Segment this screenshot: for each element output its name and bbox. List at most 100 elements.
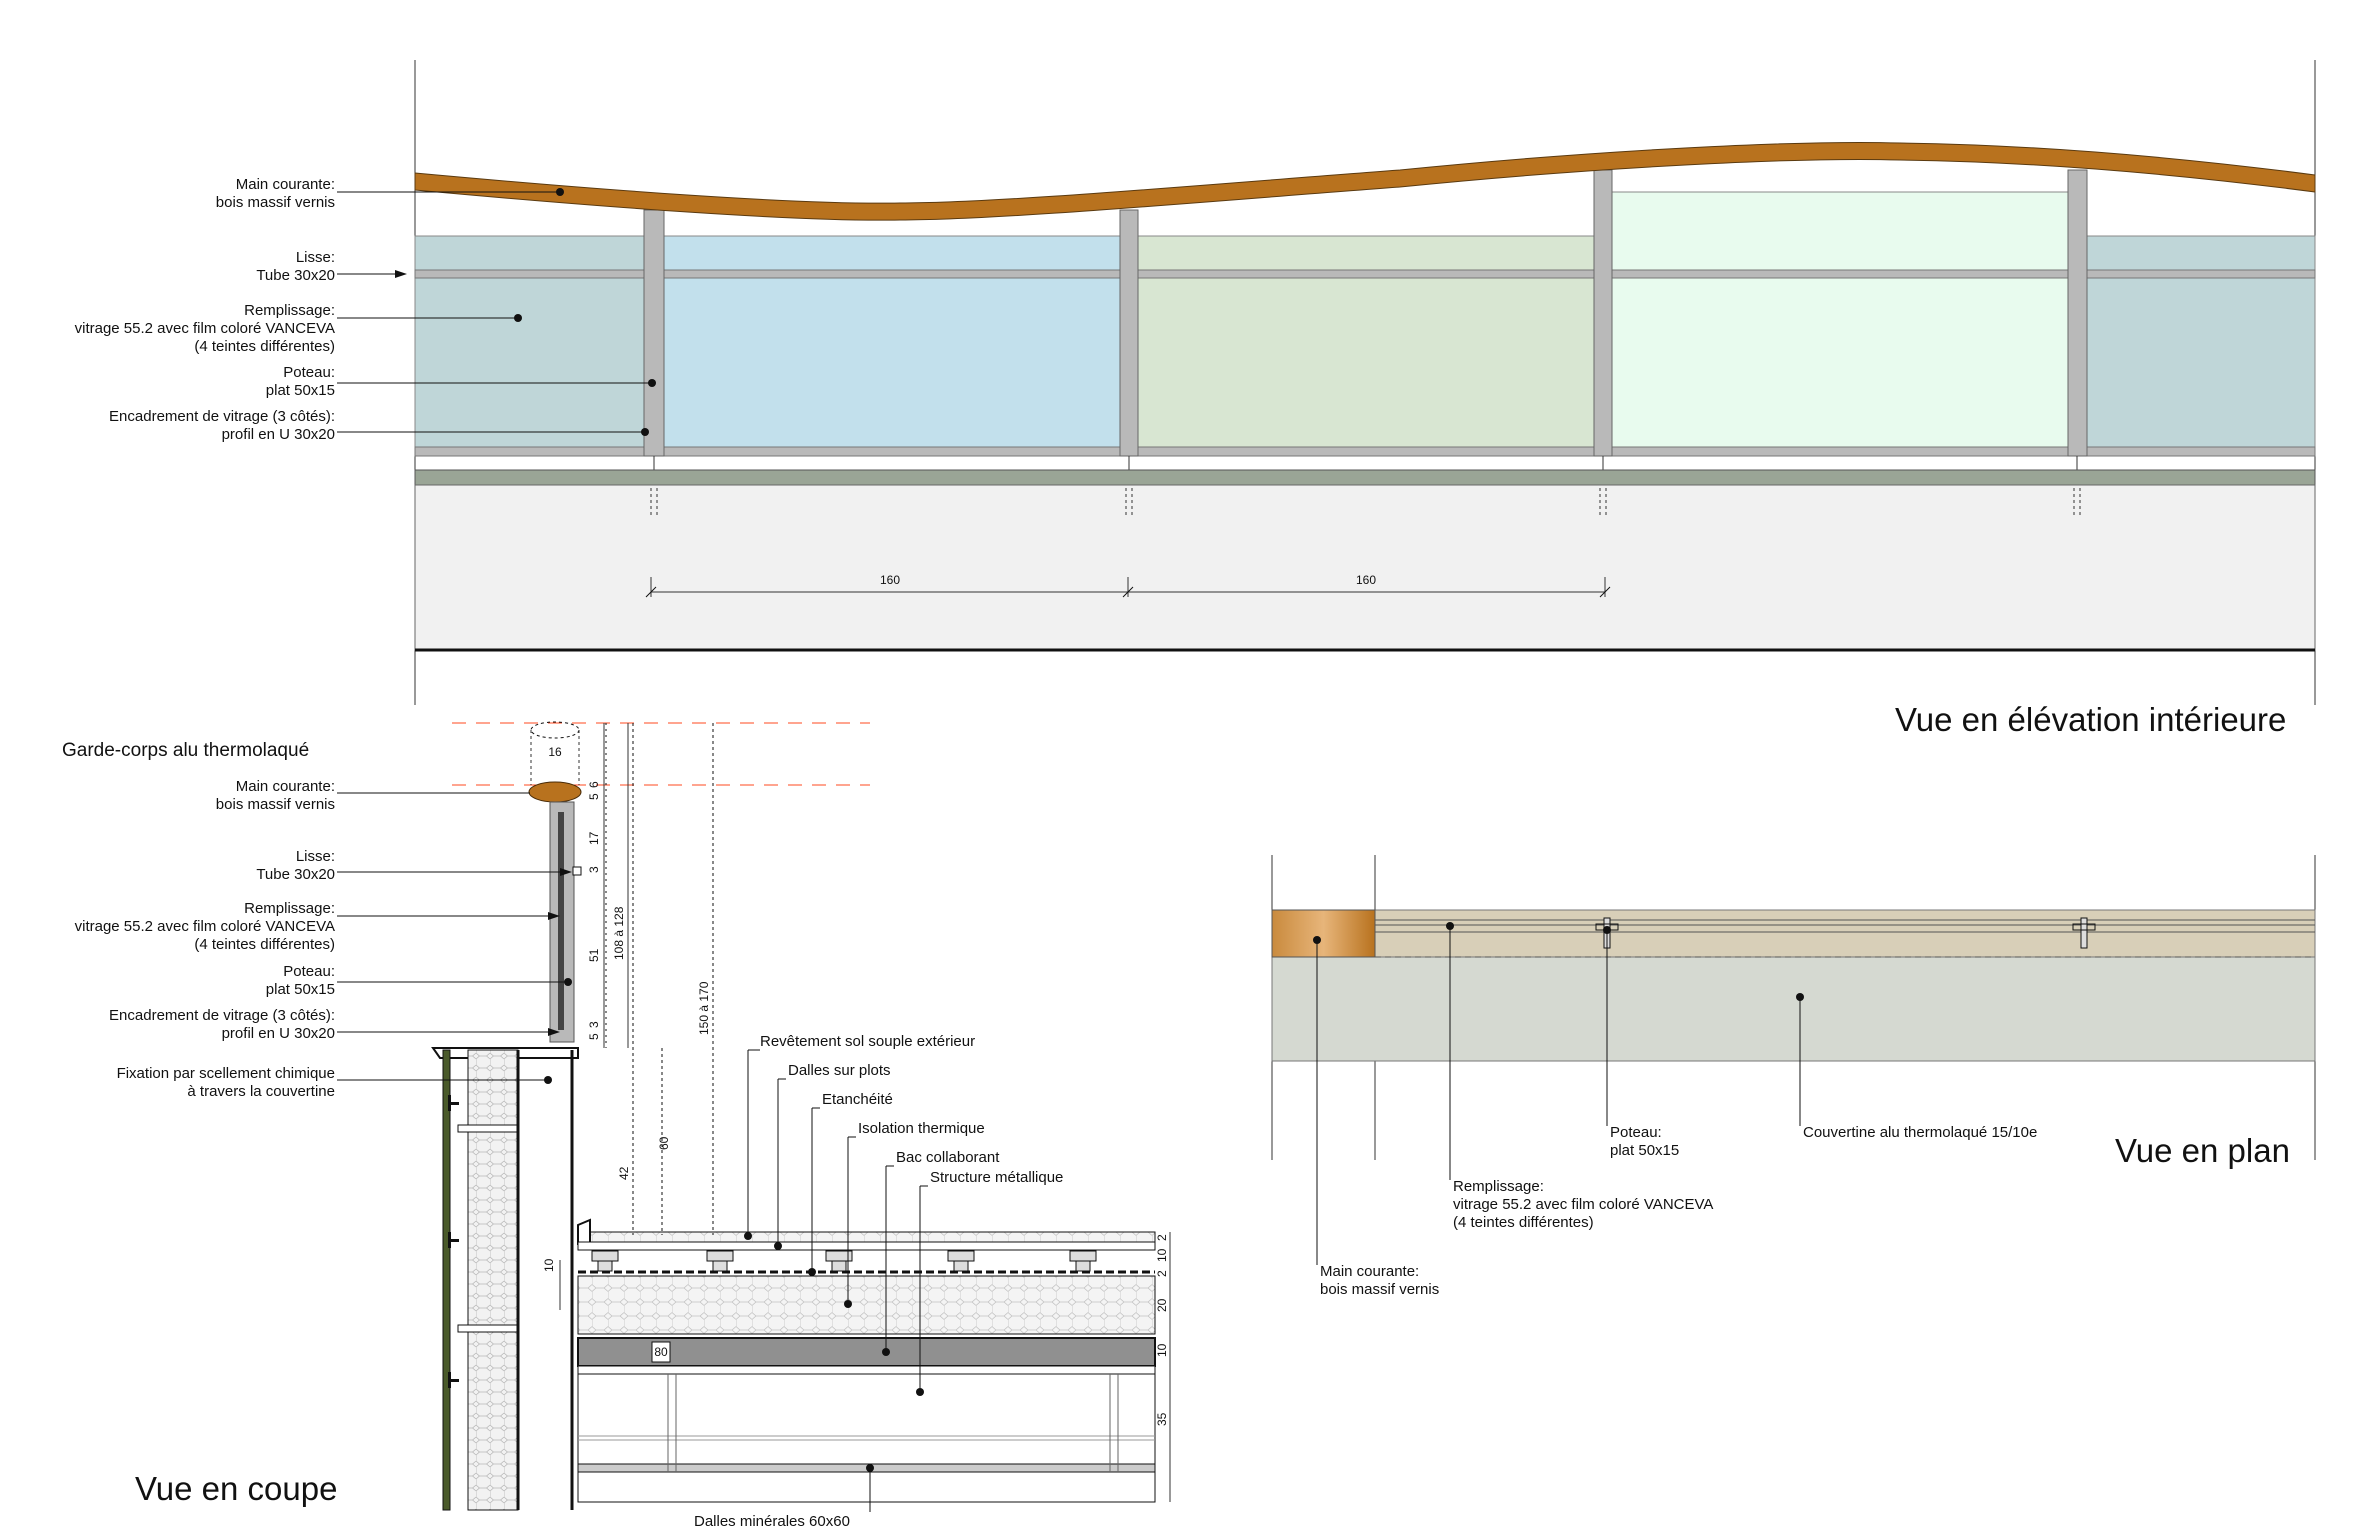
plan-label-remplissage-tints: (4 teintes différentes) xyxy=(1453,1214,1594,1231)
dim-108-128: 108 à 128 xyxy=(612,906,626,960)
glass-panel-2 xyxy=(663,235,1121,449)
dim-10: 10 xyxy=(542,1258,556,1272)
section-cladding xyxy=(442,1049,451,1511)
sec-label-remplissage-tints: (4 teintes différentes) xyxy=(194,936,335,953)
dim-5b: 5 xyxy=(587,1033,601,1040)
label-poteau: Poteau: xyxy=(283,364,335,381)
plan-label-poteau-desc: plat 50x15 xyxy=(1610,1142,1679,1159)
post xyxy=(643,209,665,457)
sec-label-encadrement-desc: profil en U 30x20 xyxy=(222,1025,335,1042)
composite-deck xyxy=(577,1337,1156,1367)
dim-6: 6 xyxy=(587,781,601,788)
sec-label-remplissage-desc: vitrage 55.2 avec film coloré VANCEVA xyxy=(75,918,335,935)
glass-panel-4 xyxy=(1611,191,2069,449)
pedestals xyxy=(591,1250,1097,1272)
dim-r35: 35 xyxy=(1155,1412,1169,1426)
section-title: Vue en coupe xyxy=(135,1470,337,1507)
label-main-courante: Main courante: xyxy=(236,176,335,193)
glass-frame-bottom xyxy=(414,446,2316,457)
plan-label-main-courante-desc: bois massif vernis xyxy=(1320,1281,1439,1298)
section-glass xyxy=(558,812,564,1030)
post xyxy=(1593,169,1613,457)
dim-42: 42 xyxy=(617,1166,631,1180)
wall xyxy=(414,484,2316,651)
label-lisse: Lisse: xyxy=(296,249,335,266)
post-dimensions: 5 6 17 3 51 5 3 108 à 128 42 60 150 à 17… xyxy=(542,723,714,1310)
sec-label-main-courante: Main courante: xyxy=(236,778,335,795)
label-etancheite: Etanchéité xyxy=(822,1091,893,1108)
sec-label-main-courante-desc: bois massif vernis xyxy=(216,796,335,813)
post xyxy=(1119,209,1139,457)
section-wall-insulation xyxy=(467,1049,519,1511)
section-rail-tube xyxy=(572,866,582,876)
dim-3b: 3 xyxy=(587,1021,601,1028)
dim-r2b: 2 xyxy=(1155,1270,1169,1277)
roof-surface-layer xyxy=(589,1231,1156,1243)
sec-label-fixation: Fixation par scellement chimique xyxy=(117,1065,335,1082)
dim-3: 3 xyxy=(587,866,601,873)
thermal-insulation xyxy=(577,1275,1156,1335)
label-dalles-plots: Dalles sur plots xyxy=(788,1062,891,1079)
label-main-courante-desc: bois massif vernis xyxy=(216,194,335,211)
dimension-span-2: 160 xyxy=(1356,573,1376,587)
dim-51: 51 xyxy=(587,948,601,962)
handrail-outline xyxy=(530,721,580,739)
plan-labels: Poteau: plat 50x15 Couvertine alu thermo… xyxy=(1313,922,2037,1298)
sec-label-lisse-desc: Tube 30x20 xyxy=(256,866,335,883)
sec-label-poteau: Poteau: xyxy=(283,963,335,980)
coping xyxy=(414,469,2316,486)
dim-r20: 20 xyxy=(1155,1298,1169,1312)
plan-coping xyxy=(1271,956,2316,1062)
sec-label-lisse: Lisse: xyxy=(296,848,335,865)
label-revetement: Revêtement sol souple extérieur xyxy=(760,1033,975,1050)
label-isolation: Isolation thermique xyxy=(858,1120,985,1137)
section-subtitle: Garde-corps alu thermolaqué xyxy=(62,740,309,761)
plan-handrail-end xyxy=(1271,909,1376,958)
section-labels: Main courante: bois massif vernis Lisse:… xyxy=(75,778,1064,1530)
glass-panel-5 xyxy=(2086,235,2316,449)
plan-label-remplissage-desc: vitrage 55.2 avec film coloré VANCEVA xyxy=(1453,1196,1713,1213)
plan-label-main-courante: Main courante: xyxy=(1320,1263,1419,1280)
label-remplissage-tints: (4 teintes différentes) xyxy=(194,338,335,355)
label-remplissage: Remplissage: xyxy=(244,302,335,319)
steel-structure xyxy=(577,1373,1156,1503)
plan-view: Poteau: plat 50x15 Couvertine alu thermo… xyxy=(1271,855,2316,1298)
handrail xyxy=(414,141,2316,221)
post xyxy=(2067,169,2088,457)
posts xyxy=(643,169,2088,470)
dim-r10: 10 xyxy=(1155,1248,1169,1262)
dim-r10b: 10 xyxy=(1155,1343,1169,1357)
roof-slabs xyxy=(577,1241,1156,1251)
elevation-view: 160 160 Main courante: bois massif verni… xyxy=(75,60,2316,738)
label-encadrement-desc: profil en U 30x20 xyxy=(222,426,335,443)
label-poteau-desc: plat 50x15 xyxy=(266,382,335,399)
section-handrail xyxy=(528,781,582,803)
dim-150-170: 150 à 170 xyxy=(697,981,711,1035)
label-remplissage-desc: vitrage 55.2 avec film coloré VANCEVA xyxy=(75,320,335,337)
glass-panel-1 xyxy=(414,235,645,449)
guide-lines xyxy=(452,722,870,786)
plan-label-remplissage: Remplissage: xyxy=(1453,1178,1544,1195)
dim-r2: 2 xyxy=(1155,1234,1169,1241)
sec-label-remplissage: Remplissage: xyxy=(244,900,335,917)
elevation-title: Vue en élévation intérieure xyxy=(1895,701,2286,738)
plan-handrail-band xyxy=(1374,909,2316,958)
elevation-labels: Main courante: bois massif vernis Lisse:… xyxy=(75,176,656,443)
sec-label-poteau-desc: plat 50x15 xyxy=(266,981,335,998)
label-structure: Structure métallique xyxy=(930,1169,1063,1186)
label-encadrement: Encadrement de vitrage (3 côtés): xyxy=(109,408,335,425)
label-bac: Bac collaborant xyxy=(896,1149,1000,1166)
plan-label-couvertine: Couvertine alu thermolaqué 15/10e xyxy=(1803,1124,2037,1141)
span-dimensions: 160 160 xyxy=(645,573,1611,598)
dim-60: 60 xyxy=(657,1136,671,1150)
label-dalles-minerales: Dalles minérales 60x60 xyxy=(694,1513,850,1530)
sec-label-encadrement: Encadrement de vitrage (3 côtés): xyxy=(109,1007,335,1024)
glass-panel-3 xyxy=(1137,235,1595,449)
dim-5: 5 xyxy=(587,793,601,800)
dim-handrail-width: 16 xyxy=(548,745,562,759)
dimension-span-1: 160 xyxy=(880,573,900,587)
dim-80: 80 xyxy=(654,1345,668,1359)
rail-tube xyxy=(414,269,2316,279)
roof-dimensions: 2 10 2 20 10 35 xyxy=(1155,1232,1171,1502)
